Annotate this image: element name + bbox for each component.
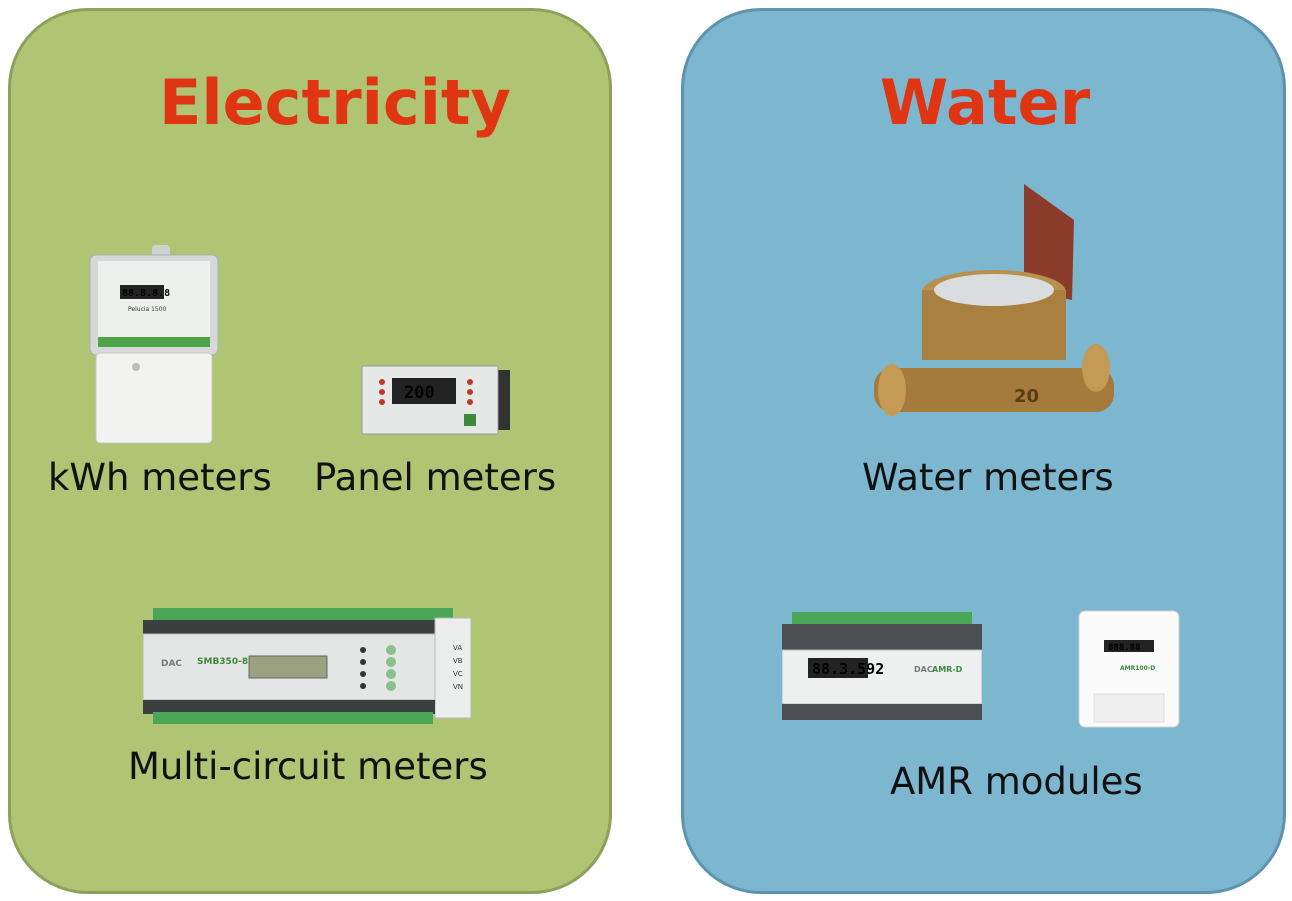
electricity-title: Electricity (159, 66, 511, 139)
amr-d-model: AMR-D (932, 665, 963, 674)
multi-meter-brand: DAC (161, 659, 182, 669)
multi-meter-phase-b: VB (453, 657, 463, 665)
amr-modules-caption: AMR modules (890, 760, 1143, 803)
amr100-d-module-image: 888.88 AMR100-D (1078, 610, 1180, 728)
multi-meter-phase-a: VA (453, 644, 462, 652)
kwh-meter-display: 88.8.8.8 (122, 288, 170, 299)
multi-meter-model: SMB350-8 (197, 657, 248, 667)
water-panel (681, 8, 1286, 894)
panel-meter-display: 200 (404, 383, 435, 403)
amr-d-brand: DAC (914, 665, 933, 674)
panel-meters-caption: Panel meters (314, 456, 557, 499)
water-title: Water (879, 66, 1091, 139)
amr-d-module-image: 88.3.592 DAC AMR-D (781, 612, 983, 726)
multi-circuit-meters-caption: Multi-circuit meters (128, 745, 488, 788)
amr-d-display: 88.3.592 (812, 660, 884, 678)
kwh-meters-caption: kWh meters (48, 456, 272, 499)
svg-text:888.88: 888.88 (1108, 643, 1141, 653)
multi-meter-phase-c: VC (453, 670, 463, 678)
amr100-d-model: AMR100-D (1120, 665, 1155, 672)
multi-meter-phase-n: VN (453, 683, 463, 691)
kwh-meter-image: 88.8.8.8 Pelucia 1500 (88, 245, 220, 445)
multi-circuit-meter-image: DAC SMB350-8 VA VB VC VN (142, 608, 472, 726)
kwh-meter-model: Pelucia 1500 (128, 306, 167, 313)
panel-meter-image: 200 (360, 364, 512, 436)
water-meter-dial: 20 (1014, 386, 1039, 407)
water-meters-caption: Water meters (862, 456, 1114, 499)
electricity-panel (8, 8, 612, 894)
water-meter-image: 20 (874, 180, 1114, 438)
